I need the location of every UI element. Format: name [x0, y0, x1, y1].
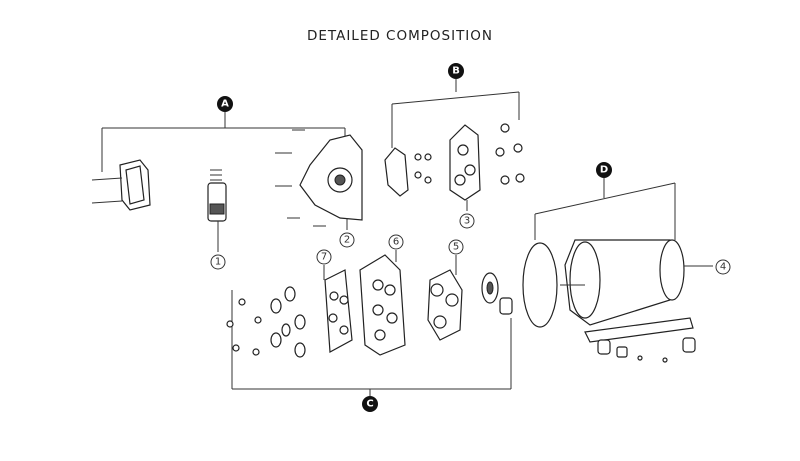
- pump-head-part-2: [275, 129, 363, 230]
- svg-text:3: 3: [464, 216, 470, 227]
- svg-text:7: 7: [321, 252, 327, 263]
- svg-text:A: A: [221, 99, 229, 110]
- diaphragm-part-7: [323, 265, 353, 353]
- valve-plate-part-3: [414, 123, 525, 211]
- valve-part-1: [207, 169, 227, 252]
- part-callout-2: 2: [339, 232, 355, 248]
- svg-text:6: 6: [393, 237, 399, 248]
- group-badge-a: A: [217, 96, 233, 112]
- group-badge-c: C: [362, 396, 378, 412]
- svg-text:5: 5: [453, 242, 459, 253]
- screws-and-valves: [226, 286, 306, 358]
- wobble-plate-part-5: [427, 255, 513, 341]
- part-callout-5: 5: [448, 239, 464, 255]
- svg-text:1: 1: [215, 257, 221, 268]
- svg-text:D: D: [600, 165, 608, 176]
- part-callout-3: 3: [459, 213, 475, 229]
- part-callout-1: 1: [210, 254, 226, 270]
- svg-text:2: 2: [344, 235, 350, 246]
- diagram-title: DETAILED COMPOSITION: [306, 28, 494, 44]
- end-cap-part: [91, 159, 151, 211]
- bracket-d: [534, 178, 676, 240]
- part-callout-4: 4: [715, 259, 731, 275]
- svg-text:4: 4: [720, 262, 726, 273]
- housing-part-6: [359, 250, 406, 356]
- group-badge-d: D: [596, 162, 612, 178]
- part-callout-7: 7: [316, 249, 332, 265]
- motor-part-4: [522, 239, 713, 363]
- bracket-c: [231, 290, 512, 396]
- group-badge-b: B: [448, 63, 464, 79]
- gasket-part: [384, 147, 409, 197]
- bracket-b: [391, 79, 520, 148]
- part-callout-6: 6: [388, 234, 404, 250]
- svg-text:C: C: [366, 399, 373, 410]
- svg-text:B: B: [452, 66, 460, 77]
